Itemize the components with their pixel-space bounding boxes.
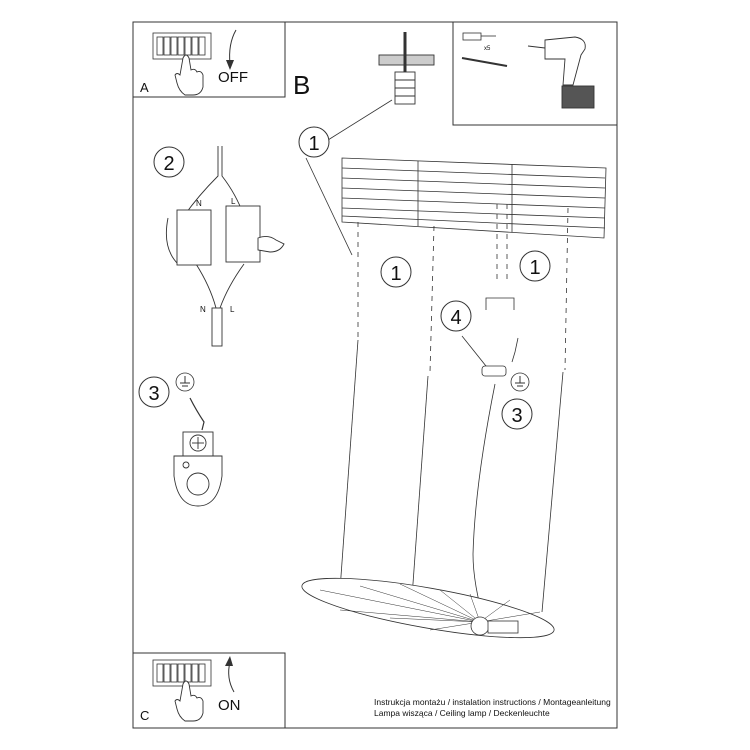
live-label-top: L [231,197,236,206]
screw-icon [461,57,508,67]
product-caption: Instrukcja montażu / instalation instruc… [374,697,611,719]
ceiling-anchor-detail [378,32,435,105]
arrow-down-head-icon [226,60,234,70]
wiring-diagram [165,146,285,347]
neutral-label-top: N [196,199,202,208]
panel-a: OFF A [132,21,286,98]
panel-c-action: ON [218,697,241,714]
hand-pointer-icon [257,235,285,253]
ceiling-mounting-plate [341,157,607,239]
step-2-label: 2 [163,153,174,175]
step-2-badge: 2 [153,146,185,178]
wall-anchor-icon [462,32,496,41]
arrow-up-head-icon [225,656,233,666]
step-1-badge-left: 1 [380,256,412,288]
breaker-box-icon [152,659,212,687]
canopy-assembly [461,297,519,377]
step-1-top-label: 1 [308,133,319,155]
hand-pointer-icon [174,680,204,722]
panel-a-letter: A [140,80,149,95]
step-1-badge-top: 1 [298,126,330,158]
step-3-badge-canopy: 3 [501,398,533,430]
earth-wire [189,397,205,431]
breaker-box-icon [152,32,212,60]
hand-pointer-icon [174,54,204,96]
tools-panel: x5 [452,21,618,126]
panel-c-letter: C [140,708,149,723]
caption-line-1: Instrukcja montażu / instalation instruc… [374,697,611,707]
live-label-bottom: L [230,305,235,314]
step-4-label: 4 [450,307,461,329]
ground-symbol-canopy [510,372,530,392]
step-1-left-label: 1 [390,263,401,285]
step-1-right-label: 1 [529,257,540,279]
caption-line-2: Lampa wisząca / Ceiling lamp / Deckenleu… [374,708,550,718]
earth-terminal-icon [173,431,223,507]
suspension-cables [339,204,569,626]
ground-symbol-left [175,372,195,392]
panel-b-letter: B [293,70,310,100]
step-3-left-label: 3 [148,383,159,405]
step-1-badge-right: 1 [519,250,551,282]
neutral-label-bottom: N [200,305,206,314]
step-3-canopy-label: 3 [511,405,522,427]
anchor-count: x5 [484,46,491,52]
drill-icon [527,36,595,109]
lamp-shade [301,577,555,639]
leader-line [305,157,353,256]
outer-frame [132,21,618,729]
step-3-badge-left: 3 [138,376,170,408]
panel-a-action: OFF [218,69,248,86]
step-4-badge: 4 [440,300,472,332]
leader-line [327,99,393,141]
panel-c: ON C [132,652,286,729]
